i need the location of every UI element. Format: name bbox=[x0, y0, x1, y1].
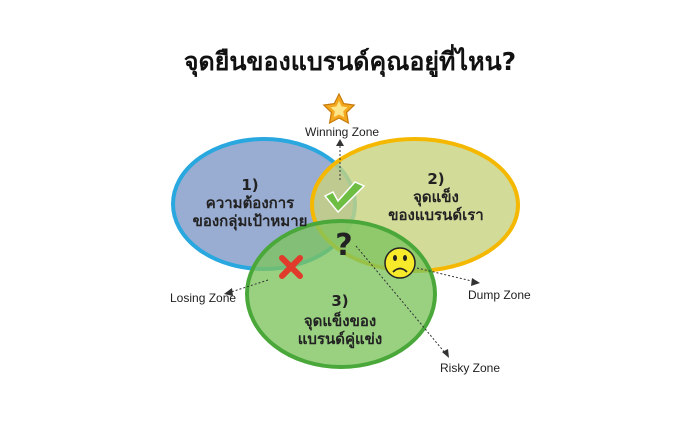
winning-zone-label: Winning Zone bbox=[305, 125, 379, 139]
page-title: จุดยืนของแบรนด์คุณอยู่ที่ไหน? bbox=[183, 47, 517, 76]
question-mark: ? bbox=[335, 228, 352, 263]
dump-zone-label: Dump Zone bbox=[468, 288, 531, 302]
risky-zone-pointer bbox=[355, 245, 447, 355]
star-icon bbox=[322, 92, 356, 125]
cross-icon bbox=[279, 255, 303, 279]
losing-zone-label: Losing Zone bbox=[170, 291, 236, 305]
sad-face-icon bbox=[384, 247, 416, 279]
check-icon bbox=[323, 181, 366, 214]
circle-1-line2: ของกลุ่มเป้าหมาย bbox=[193, 212, 308, 231]
dump-zone-arrowhead bbox=[471, 278, 480, 286]
losing-zone-pointer bbox=[227, 279, 269, 294]
winning-zone-arrowhead bbox=[336, 139, 344, 146]
circle-2-line1: จุดแข็ง bbox=[413, 187, 459, 207]
risky-zone-arrowhead bbox=[442, 349, 449, 358]
circle-3-number: 3) bbox=[331, 292, 348, 310]
losing-zone-arrowhead bbox=[224, 288, 233, 296]
circle-1-number: 1) bbox=[241, 176, 258, 194]
risky-zone-label: Risky Zone bbox=[440, 361, 500, 375]
circle-3-line2: แบรนด์คู่แข่ง bbox=[298, 330, 383, 349]
circle-1-line1: ความต้องการ bbox=[206, 194, 295, 212]
circle-2-number: 2) bbox=[427, 170, 444, 188]
circle-3-line1: จุดแข็งของ bbox=[304, 311, 376, 331]
circle-2-line2: ของแบรนด์เรา bbox=[388, 206, 483, 224]
